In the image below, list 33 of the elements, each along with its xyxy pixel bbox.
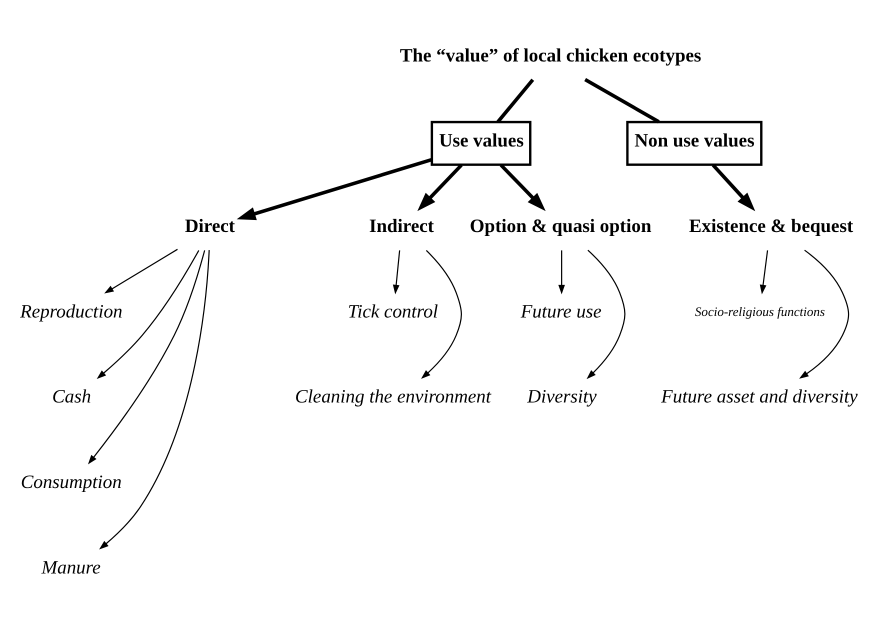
- arrow: [99, 250, 210, 550]
- node-text: Socio-religious functions: [694, 304, 825, 319]
- node-text: Diversity: [527, 386, 597, 408]
- node-box: Use values: [430, 120, 532, 166]
- arrow: [392, 250, 400, 294]
- node-text: Manure: [41, 556, 101, 578]
- connector: [584, 78, 660, 123]
- node-text: Option & quasi option: [470, 216, 652, 237]
- arrow: [760, 250, 768, 294]
- node-text: Tick control: [348, 300, 438, 322]
- node-text: Existence & bequest: [689, 216, 854, 237]
- node-text: Cleaning the environment: [295, 386, 492, 408]
- node-text: Indirect: [369, 216, 434, 237]
- arrow: [586, 249, 626, 379]
- arrow: [500, 163, 546, 211]
- arrow: [88, 250, 206, 464]
- node-text: Consumption: [20, 471, 122, 492]
- connector: [496, 78, 534, 123]
- arrow: [104, 248, 178, 294]
- arrow: [421, 250, 462, 378]
- arrow: [712, 163, 756, 211]
- arrow: [236, 157, 432, 220]
- node-box: Non use values: [626, 120, 762, 166]
- arrow: [96, 250, 200, 378]
- node-text: Cash: [52, 386, 92, 408]
- arrow: [799, 249, 850, 378]
- node-text: Future use: [520, 300, 602, 322]
- node-text: The “value” of local chicken ecotypes: [400, 44, 702, 66]
- node-text: Future asset and diversity: [661, 386, 858, 408]
- node-text: Reproduction: [20, 300, 123, 322]
- arrow: [417, 163, 463, 211]
- node-text: Direct: [184, 216, 235, 237]
- arrow: [558, 250, 565, 294]
